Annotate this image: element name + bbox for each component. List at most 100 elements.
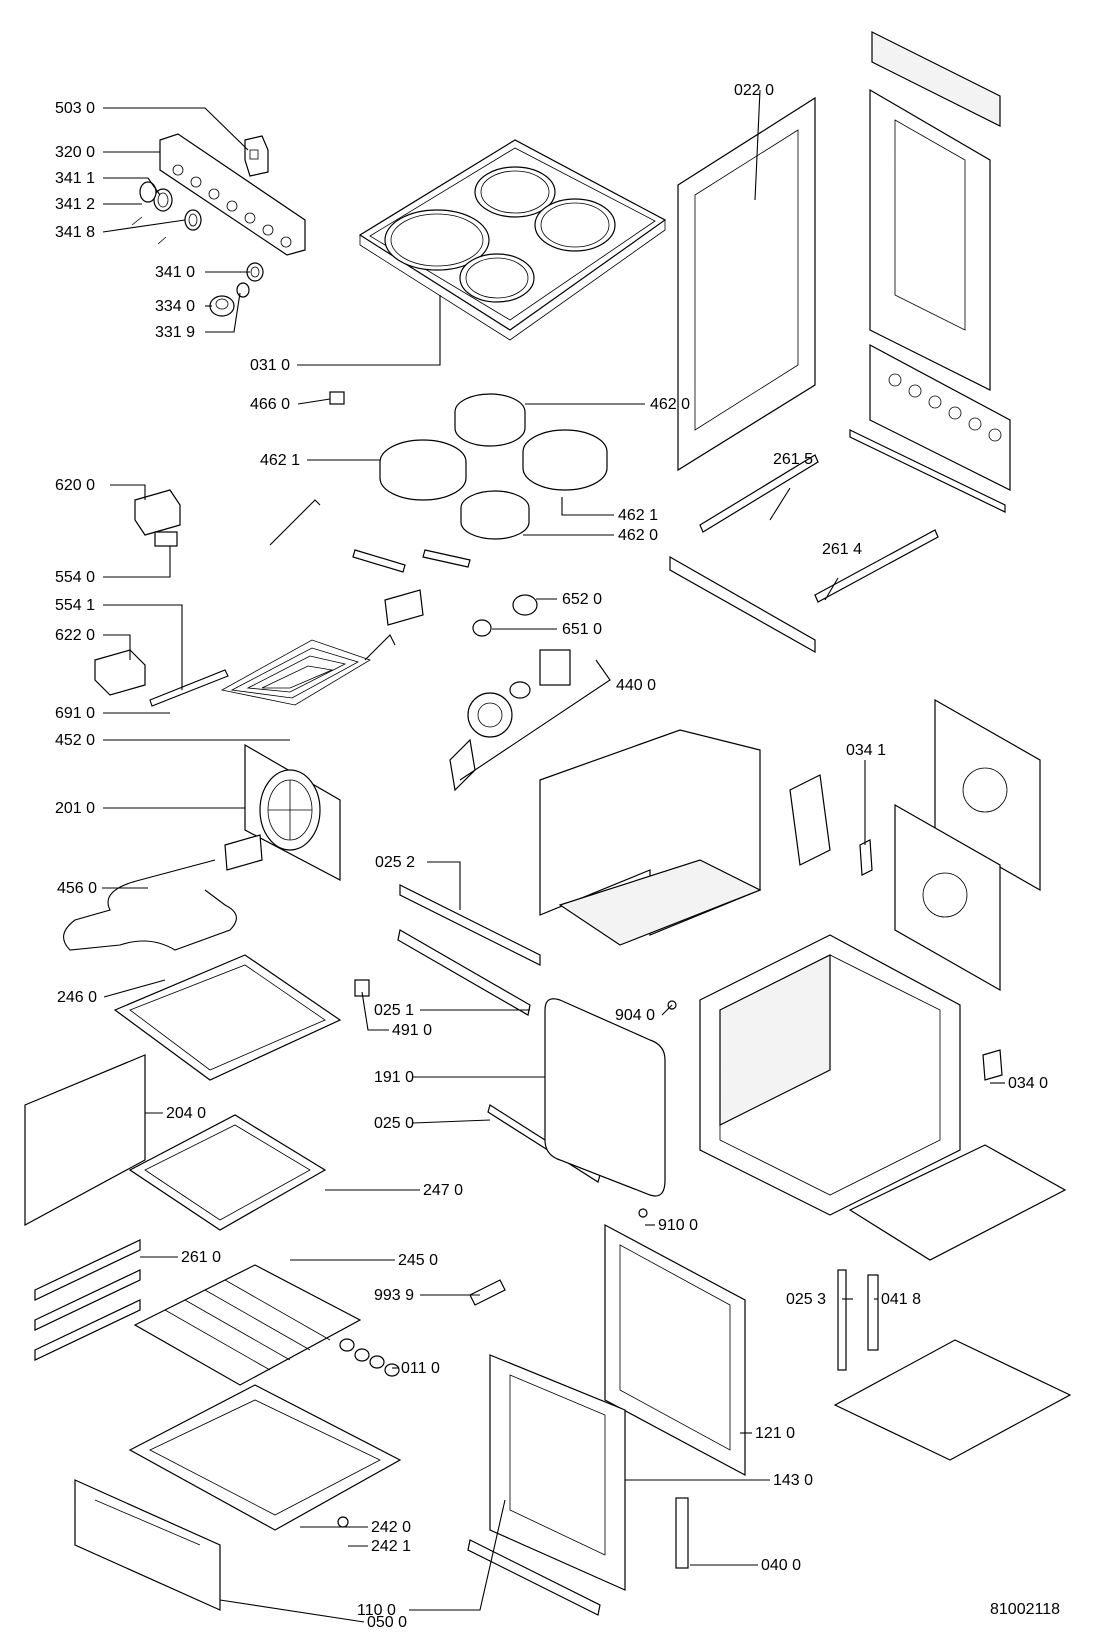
callout-503-0: 503 0 xyxy=(55,100,95,117)
part-462-hotplates xyxy=(379,393,608,540)
part-034-1-clip xyxy=(859,839,873,876)
part-204-0-frame xyxy=(24,1054,146,1227)
part-022-0-lid xyxy=(677,96,816,472)
callout-143-0: 143 0 xyxy=(773,1472,813,1489)
part-242-1 xyxy=(337,1516,349,1528)
part-143-0-outer-door xyxy=(489,1354,626,1591)
part-245-0-shelf xyxy=(133,1264,362,1386)
callout-242-0: 242 0 xyxy=(371,1519,411,1536)
part-554-0 xyxy=(154,531,178,547)
callout-025-2: 025 2 xyxy=(375,854,415,871)
part-041-8 xyxy=(867,1274,879,1351)
part-622-0-switch xyxy=(94,649,146,696)
part-inner-hood xyxy=(539,729,762,946)
callout-011-0: 011 0 xyxy=(401,1360,440,1377)
callout-031-0: 031 0 xyxy=(250,357,290,374)
callout-622-0: 622 0 xyxy=(55,627,95,644)
part-191-0-seal xyxy=(544,998,666,1197)
part-hotplate-brackets xyxy=(352,549,471,573)
callout-554-1: 554 1 xyxy=(55,597,95,614)
callout-456-0: 456 0 xyxy=(57,880,97,897)
callout-204-0: 204 0 xyxy=(166,1105,206,1122)
callout-462-0-top: 462 0 xyxy=(650,396,690,413)
part-452-0-grill-element xyxy=(220,634,396,706)
part-011-0-feet xyxy=(339,1338,400,1377)
callout-452-0: 452 0 xyxy=(55,732,95,749)
callout-121-0: 121 0 xyxy=(755,1425,795,1442)
part-040-0 xyxy=(675,1497,689,1569)
callout-247-0: 247 0 xyxy=(423,1182,463,1199)
callout-341-1: 341 1 xyxy=(55,170,95,187)
callout-491-0: 491 0 xyxy=(392,1022,432,1039)
part-503-0-switch xyxy=(244,135,269,177)
part-201-bracket xyxy=(224,834,263,871)
callout-331-9: 331 9 xyxy=(155,324,195,341)
part-oven-cavity xyxy=(699,934,961,1216)
part-620-0-switch xyxy=(134,489,181,536)
part-246-0-grid xyxy=(113,954,342,1081)
part-261-0-side-rails xyxy=(34,1239,141,1361)
part-025-3 xyxy=(837,1269,847,1371)
part-242-0-drawer xyxy=(128,1384,402,1531)
callout-466-0: 466 0 xyxy=(250,396,290,413)
callout-245-0: 245 0 xyxy=(398,1252,438,1269)
part-456-0-element xyxy=(63,859,237,951)
callout-261-0: 261 0 xyxy=(181,1249,221,1266)
part-334-0-knob xyxy=(209,282,250,317)
callout-034-1: 034 1 xyxy=(846,742,886,759)
part-993-9-tool xyxy=(469,1279,506,1306)
part-drawings xyxy=(24,31,1072,1616)
callout-025-1: 025 1 xyxy=(374,1002,414,1019)
callout-022-0: 022 0 xyxy=(734,82,774,99)
part-320-0-control-panel xyxy=(159,133,306,256)
leader-lines xyxy=(102,89,1005,1623)
callout-320-0: 320 0 xyxy=(55,144,95,161)
callout-labels: 503 0 320 0 341 1 341 2 341 8 341 0 334 … xyxy=(55,82,1060,1631)
callout-462-0-bottom: 462 0 xyxy=(618,527,658,544)
part-261-rails xyxy=(669,429,1006,654)
callout-910-0: 910 0 xyxy=(658,1217,698,1234)
callout-025-3: 025 3 xyxy=(786,1291,826,1308)
part-110-0-handle xyxy=(467,1539,601,1616)
part-247-0-tray xyxy=(128,1114,327,1231)
part-491-0 xyxy=(354,979,370,997)
part-034-0-hinge xyxy=(982,1049,1003,1081)
part-034-1 xyxy=(789,774,831,866)
part-probe-rod xyxy=(269,499,321,546)
callout-040-0: 040 0 xyxy=(761,1557,801,1574)
callout-025-0: 025 0 xyxy=(374,1115,414,1132)
callout-242-1: 242 1 xyxy=(371,1538,411,1555)
callout-110-0: 110 0 xyxy=(357,1602,396,1619)
part-440-0-fan-motor xyxy=(449,649,571,792)
part-grill-bracket xyxy=(384,589,424,626)
callout-993-9: 993 9 xyxy=(374,1287,414,1304)
callout-341-0: 341 0 xyxy=(155,264,195,281)
part-031-0-hob-top xyxy=(358,139,667,341)
callout-904-0: 904 0 xyxy=(615,1007,655,1024)
callout-191-0: 191 0 xyxy=(374,1069,414,1086)
callout-554-0: 554 0 xyxy=(55,569,95,586)
callout-034-0: 034 0 xyxy=(1008,1075,1048,1092)
part-121-0-inner-door xyxy=(604,1223,746,1477)
part-652-0-lamp xyxy=(472,594,538,637)
callout-246-0: 246 0 xyxy=(57,989,97,1006)
callout-691-0: 691 0 xyxy=(55,705,95,722)
part-201-0-back-panel xyxy=(244,743,341,881)
part-466-0 xyxy=(329,391,345,405)
callout-041-8: 041 8 xyxy=(881,1291,921,1308)
callout-261-4: 261 4 xyxy=(822,541,862,558)
part-side-panels xyxy=(894,698,1041,992)
callout-462-1-right: 462 1 xyxy=(618,507,658,524)
callout-261-5: 261 5 xyxy=(773,451,813,468)
callout-440-0: 440 0 xyxy=(616,677,656,694)
callout-201-0: 201 0 xyxy=(55,800,95,817)
callout-341-2: 341 2 xyxy=(55,196,95,213)
part-bottom-panels-right xyxy=(833,1144,1072,1461)
part-554-1-sensor xyxy=(149,669,229,707)
part-rear-panel xyxy=(869,31,1011,491)
callout-050-0: 050 0 xyxy=(367,1614,407,1631)
callout-334-0: 334 0 xyxy=(155,298,195,315)
part-050-0-drawer-front xyxy=(74,1479,221,1611)
callout-462-1-left: 462 1 xyxy=(260,452,300,469)
